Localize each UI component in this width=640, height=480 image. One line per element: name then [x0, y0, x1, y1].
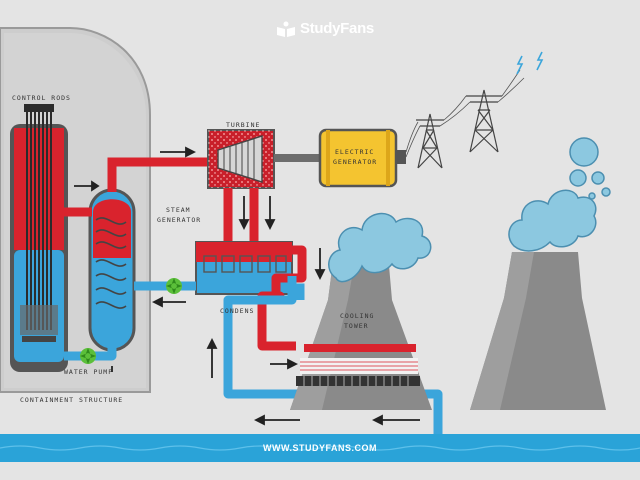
label-water-pump: WATER PUMP — [64, 368, 113, 376]
transmission-tower-1 — [416, 113, 444, 169]
water-pump-icon — [80, 348, 96, 364]
label-condens: CONDENS — [220, 307, 254, 315]
label-electric: ELECTRIC — [335, 148, 374, 156]
reactor-vessel — [10, 104, 68, 372]
label-control-rods: CONTROL RODS — [12, 94, 71, 102]
book-icon — [277, 21, 295, 37]
label-steam-generator: GENERATOR — [157, 216, 201, 224]
lightning-icon — [516, 55, 524, 75]
turbine — [207, 129, 275, 189]
turbine-shaft — [274, 154, 322, 162]
electric-generator — [318, 128, 406, 188]
label-turbine: TURBINE — [226, 121, 260, 129]
steam-pipe — [107, 157, 208, 192]
label-tower: TOWER — [344, 322, 369, 330]
label-generator: GENERATOR — [333, 158, 377, 166]
condenser — [195, 241, 293, 295]
label-cooling: COOLING — [340, 312, 374, 320]
site-url: WWW.STUDYFANS.COM — [263, 443, 377, 453]
cooling-tower-1 — [290, 254, 432, 410]
studyfans-logo: StudyFans — [276, 20, 374, 37]
power-lines — [405, 69, 525, 158]
feed-pump-icon — [166, 278, 182, 294]
label-containment-structure: CONTAINMENT STRUCTURE — [20, 396, 123, 404]
flow-arrows — [74, 146, 420, 426]
steam-plume-2 — [508, 137, 611, 252]
transmission-tower-2 — [466, 89, 502, 153]
steam-generator-vessel — [88, 188, 136, 352]
label-steam: STEAM — [166, 206, 191, 214]
steam-plume-1 — [328, 212, 432, 283]
cooling-cold-pipe — [223, 276, 443, 438]
control-rods — [26, 106, 52, 330]
lightning-icon-2 — [536, 51, 544, 71]
logo-text: StudyFans — [300, 20, 374, 37]
cooling-tower-2 — [470, 252, 606, 410]
